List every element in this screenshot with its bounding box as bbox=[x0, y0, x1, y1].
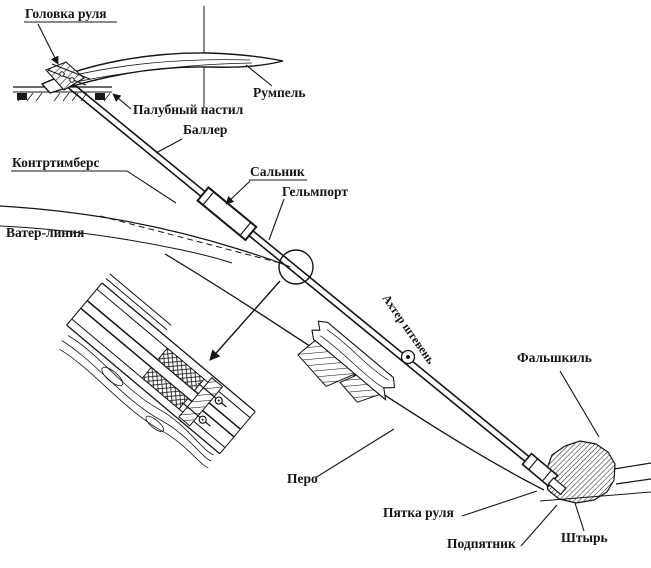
leader-blade bbox=[314, 428, 395, 479]
label-false-keel: Фальшкиль bbox=[517, 350, 592, 365]
helm-port-circle bbox=[278, 249, 314, 285]
label-counter-timber: Контртимберс bbox=[12, 155, 99, 170]
gudgeon-ring bbox=[400, 349, 416, 365]
inset-trunk bbox=[66, 273, 256, 455]
hull-curve-2 bbox=[0, 225, 233, 264]
leader-counter-timber bbox=[11, 170, 177, 204]
label-waterline: Ватер-линия bbox=[6, 225, 84, 240]
deck-block-right bbox=[95, 93, 105, 100]
waterline-dashed bbox=[99, 215, 285, 265]
detail-arrow bbox=[209, 280, 281, 361]
rudder-head-block bbox=[45, 61, 85, 91]
label-blade: Перо bbox=[287, 471, 318, 486]
leader-stuffing-box bbox=[225, 180, 251, 205]
inset-stock-lines bbox=[80, 300, 241, 438]
hull-lines bbox=[0, 205, 545, 491]
inset-deck-planks bbox=[105, 273, 172, 331]
stuffing-box-flanges bbox=[202, 191, 252, 236]
heel-assembly bbox=[521, 440, 651, 504]
head-bolt-1 bbox=[59, 71, 65, 77]
leader-rudder-stock bbox=[155, 138, 183, 154]
label-heel-bearing: Подпятник bbox=[447, 536, 516, 551]
deck-block-left bbox=[17, 93, 27, 100]
label-deck-planking: Палубный настил bbox=[133, 102, 244, 117]
inset-gland-flange bbox=[178, 377, 224, 427]
rudder-head-straps bbox=[47, 63, 91, 86]
leader-heel-bearing bbox=[520, 504, 558, 547]
stern-post-grain bbox=[320, 329, 389, 389]
label-pintle: Штырь bbox=[561, 530, 608, 545]
helm-port-detail-inset bbox=[59, 273, 256, 468]
stern-post-knee-1 bbox=[297, 339, 356, 388]
tiller-grain-2 bbox=[69, 62, 253, 84]
leader-rudder-heel bbox=[461, 490, 538, 517]
stern-post bbox=[297, 320, 396, 403]
tiller bbox=[40, 52, 284, 94]
false-keel-block bbox=[544, 440, 616, 504]
stuffing-box-body bbox=[196, 186, 258, 242]
leader-rudder-head bbox=[37, 23, 59, 65]
label-tiller: Румпель bbox=[253, 85, 306, 100]
gudgeon-pin bbox=[406, 355, 410, 359]
leader-false-keel bbox=[559, 370, 600, 438]
label-rudder-stock: Баллер bbox=[183, 122, 227, 137]
inset-wood-grain bbox=[59, 335, 214, 468]
leader-tiller bbox=[245, 64, 273, 87]
keel-lines bbox=[539, 462, 651, 502]
tiller-grain-1 bbox=[61, 59, 251, 79]
head-bolt-2 bbox=[69, 77, 75, 83]
stuffing-box bbox=[196, 186, 258, 242]
leader-deck-planking bbox=[112, 93, 132, 110]
rudder-head-fitting bbox=[45, 61, 91, 91]
label-rudder-heel: Пятка руля bbox=[383, 505, 454, 520]
label-helm-port: Гельмпорт bbox=[282, 184, 348, 199]
stern-post-knee-2 bbox=[339, 374, 381, 403]
label-rudder-head: Головка руля bbox=[25, 6, 107, 21]
leader-helm-port bbox=[268, 198, 285, 241]
leader-pintle bbox=[574, 502, 585, 532]
counter-timber-curve bbox=[0, 205, 291, 268]
pintle-pin bbox=[547, 477, 567, 496]
inset-bolts bbox=[181, 382, 227, 427]
leader-lines bbox=[11, 21, 600, 547]
label-stuffing-box: Сальник bbox=[250, 164, 305, 179]
